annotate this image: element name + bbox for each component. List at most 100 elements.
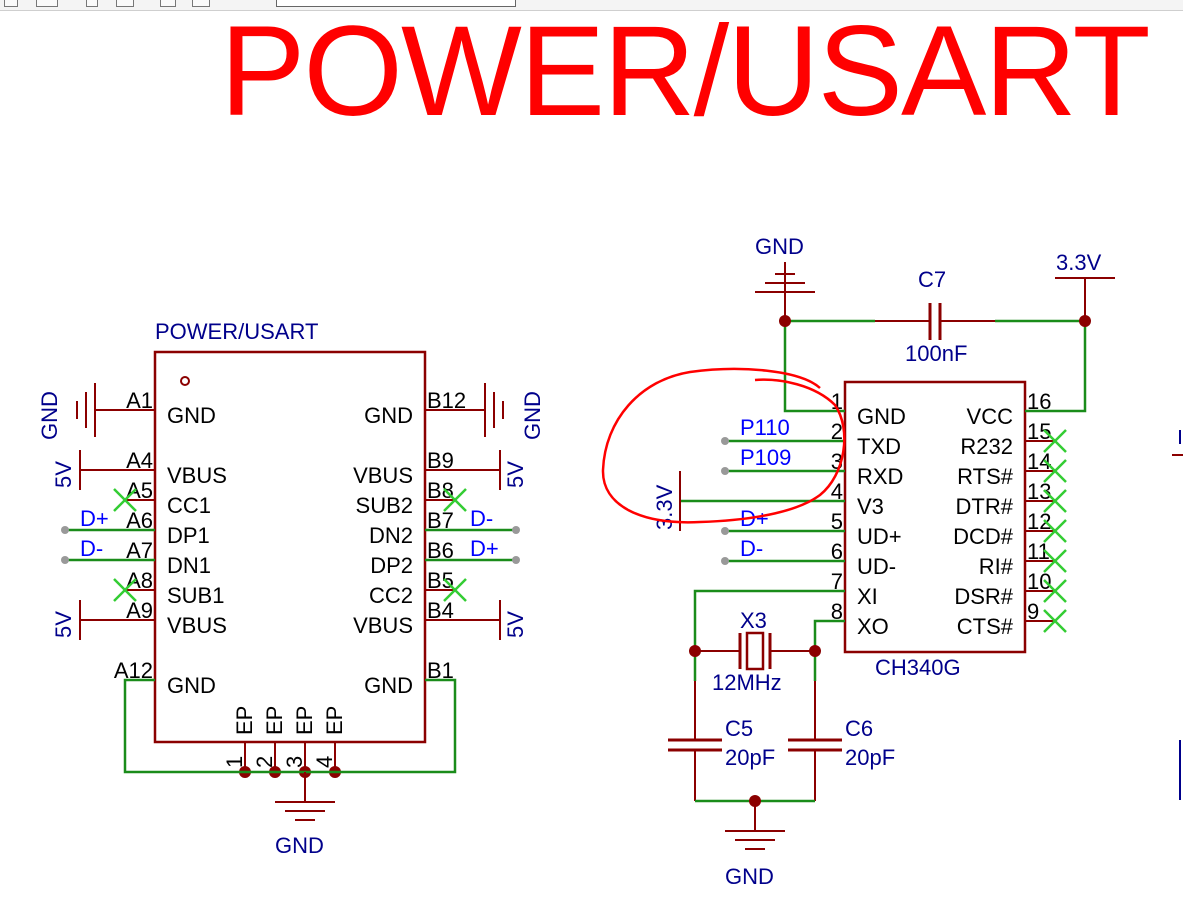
no-connect-icon bbox=[113, 578, 137, 602]
vcc-5v-symbol: 5V bbox=[51, 600, 155, 640]
pin-name: XO bbox=[857, 614, 889, 639]
ch340g-body bbox=[843, 380, 1027, 654]
annotation-circle bbox=[601, 367, 846, 524]
ch340g-symbol[interactable]: CH340G bbox=[843, 380, 1027, 680]
pin-name: RXD bbox=[857, 464, 903, 489]
gnd-symbol-left: GND bbox=[37, 383, 155, 440]
pin1-marker-icon bbox=[180, 376, 190, 386]
pin-number: A1 bbox=[126, 388, 153, 413]
c7-ref: C7 bbox=[918, 267, 946, 292]
usb-connector-symbol[interactable]: POWER/USART bbox=[153, 319, 427, 744]
toolbar-button[interactable] bbox=[192, 0, 210, 7]
pin-number: 2 bbox=[831, 419, 843, 444]
x3-value: 12MHz bbox=[712, 670, 782, 695]
toolbar-input[interactable] bbox=[276, 0, 516, 7]
pin-number: 12 bbox=[1027, 509, 1051, 534]
net-label: P109 bbox=[740, 445, 791, 470]
crystal-circuit: X3 12MHz GND bbox=[668, 589, 845, 889]
ch340g-right-pins: 16VCC15R23214RTS#13DTR#12DCD#11RI#10DSR#… bbox=[953, 389, 1067, 639]
pin-name: GND bbox=[364, 673, 413, 698]
pin-number: 13 bbox=[1027, 479, 1051, 504]
pin-name: VBUS bbox=[167, 613, 227, 638]
pin-number: A4 bbox=[126, 448, 153, 473]
pin-number: 3 bbox=[282, 756, 307, 768]
usb-connector-body bbox=[153, 350, 427, 744]
toolbar-button[interactable] bbox=[160, 0, 176, 7]
pin-name: XI bbox=[857, 584, 878, 609]
capacitor-c5: C5 20pF bbox=[725, 716, 775, 770]
usb-left-pins: A1GNDA4VBUSA5CC1A6DP1A7DN1A8SUB1A9VBUSA1… bbox=[113, 388, 227, 698]
pin-name: SUB1 bbox=[167, 583, 224, 608]
pin-name: VBUS bbox=[353, 463, 413, 488]
pin-name: CTS# bbox=[957, 614, 1014, 639]
pin-number: B4 bbox=[427, 598, 454, 623]
net-label: D+ bbox=[470, 536, 499, 561]
c5-ref: C5 bbox=[725, 716, 753, 741]
pin-name: SUB2 bbox=[356, 493, 413, 518]
gnd-label: GND bbox=[275, 833, 324, 858]
pin-name: RTS# bbox=[957, 464, 1014, 489]
no-connect-icon bbox=[443, 578, 467, 602]
pin-name: DTR# bbox=[956, 494, 1014, 519]
pin-name: GND bbox=[167, 673, 216, 698]
pin-name: TXD bbox=[857, 434, 901, 459]
gnd-label: GND bbox=[520, 391, 545, 440]
power-3v3-label: 3.3V bbox=[652, 484, 677, 530]
no-connect-icon bbox=[1043, 549, 1067, 573]
usb-right-pins: B12GNDB9VBUSB8SUB2B7DN2B6DP2B5CC2B4VBUSB… bbox=[353, 388, 467, 698]
pin-name: UD- bbox=[857, 554, 896, 579]
pin-name: GND bbox=[167, 403, 216, 428]
usb-data-nets: D+ D- D- D+ bbox=[61, 506, 520, 564]
pin-name: CC1 bbox=[167, 493, 211, 518]
ch340g-signal-nets: P110 P109 3.3V D+ D- bbox=[652, 415, 845, 565]
offscreen-part-fragment bbox=[1172, 430, 1183, 800]
pin-number: 14 bbox=[1027, 449, 1051, 474]
vcc-5v-symbol: 5V bbox=[425, 450, 528, 490]
pin-name: EP bbox=[232, 706, 257, 735]
pin-name: EP bbox=[262, 706, 287, 735]
toolbar-button[interactable] bbox=[36, 0, 58, 7]
capacitor-c7: C7 100nF bbox=[905, 267, 967, 366]
pin-number: 15 bbox=[1027, 419, 1051, 444]
pin-name: EP bbox=[292, 706, 317, 735]
no-connect-icon bbox=[443, 488, 467, 512]
pin: 6UD- bbox=[815, 539, 896, 579]
capacitor-c6: C6 20pF bbox=[845, 716, 895, 770]
toolbar-button[interactable] bbox=[86, 0, 98, 7]
pin-number: 7 bbox=[831, 569, 843, 594]
pin-number: 6 bbox=[831, 539, 843, 564]
gnd-label: GND bbox=[37, 391, 62, 440]
power-3v3-label: 3.3V bbox=[1056, 250, 1102, 275]
gnd-symbol-right: GND bbox=[425, 383, 545, 440]
pin-number: 2 bbox=[252, 756, 277, 768]
toolbar-button[interactable] bbox=[116, 0, 134, 7]
pin-number: 11 bbox=[1027, 539, 1050, 564]
pin-name: DCD# bbox=[953, 524, 1014, 549]
pin-name: UD+ bbox=[857, 524, 902, 549]
pin-number: 1 bbox=[831, 389, 843, 414]
vcc-5v-symbol: 5V bbox=[51, 450, 155, 490]
pin-number: 4 bbox=[831, 479, 843, 504]
pin-name: EP bbox=[322, 706, 347, 735]
pin-number: 10 bbox=[1027, 569, 1051, 594]
pin-name: VCC bbox=[967, 404, 1014, 429]
c6-value: 20pF bbox=[845, 745, 895, 770]
toolbar-button[interactable] bbox=[4, 0, 18, 7]
pin-number: 4 bbox=[312, 756, 337, 768]
gnd-label: GND bbox=[755, 234, 804, 259]
